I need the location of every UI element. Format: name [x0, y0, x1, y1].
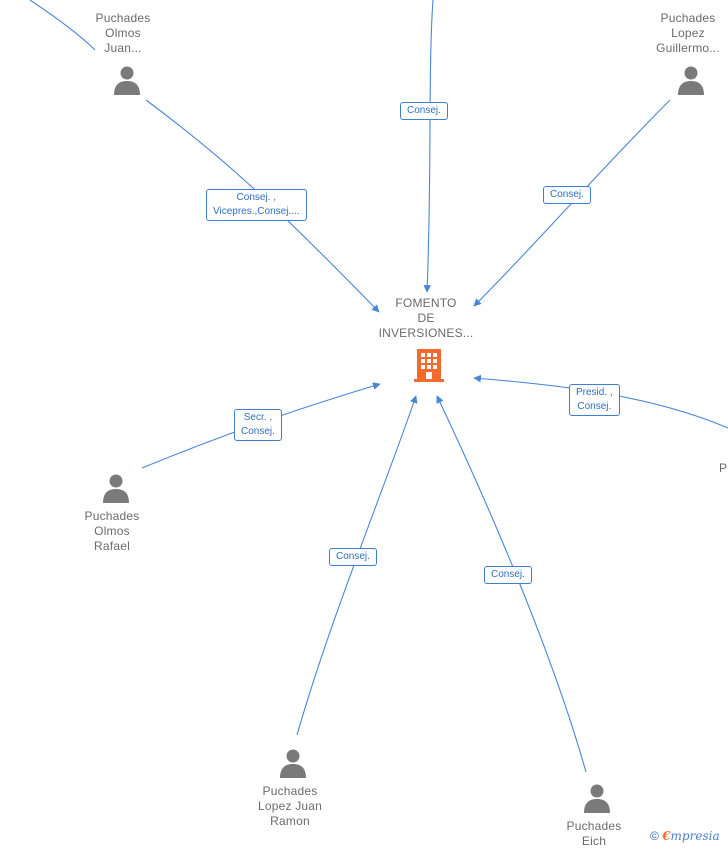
person-label-lopez-guillermo[interactable]: Puchades Lopez Guillermo...: [656, 11, 720, 55]
copyright-icon: ©: [650, 829, 659, 843]
company-building-icon[interactable]: [412, 346, 446, 382]
edge-lopez-guillermo: [473, 99, 671, 307]
person-icon[interactable]: [676, 65, 706, 95]
edge-top: [423, 0, 434, 293]
person-label-lopez-juan-ramon[interactable]: Puchades Lopez Juan Ramon: [257, 784, 323, 828]
person-label-eich[interactable]: Puchades Eich: [566, 819, 622, 848]
relation-label-olmos-rafael[interactable]: Secr. , Consej.: [234, 409, 282, 441]
relation-label-right-cut[interactable]: Presid. , Consej.: [569, 384, 620, 416]
person-label-right-cut[interactable]: P: [719, 461, 728, 475]
relation-label-top[interactable]: Consej.: [400, 102, 448, 120]
person-icon[interactable]: [112, 65, 142, 95]
relation-label-lopez-juan-ramon[interactable]: Consej.: [329, 548, 377, 566]
company-label[interactable]: FOMENTO DE INVERSIONES...: [378, 296, 474, 340]
person-label-olmos-rafael[interactable]: Puchades Olmos Rafael: [84, 509, 140, 553]
relation-label-olmos-juan[interactable]: Consej. , Vicepres.,Consej....: [206, 189, 307, 221]
relation-label-eich[interactable]: Consej.: [484, 566, 532, 584]
relation-label-lopez-guillermo[interactable]: Consej.: [543, 186, 591, 204]
edge-offscreen-top-left: [29, 0, 96, 51]
person-label-olmos-juan[interactable]: Puchades Olmos Juan...: [95, 11, 151, 55]
edge-olmos-juan: [145, 99, 380, 313]
person-icon[interactable]: [278, 748, 308, 778]
person-icon[interactable]: [101, 473, 131, 503]
person-icon[interactable]: [582, 783, 612, 813]
empresia-logo[interactable]: © €mpresia: [650, 829, 720, 843]
brand-name: €mpresia: [662, 829, 720, 843]
edge-eich: [436, 395, 587, 773]
